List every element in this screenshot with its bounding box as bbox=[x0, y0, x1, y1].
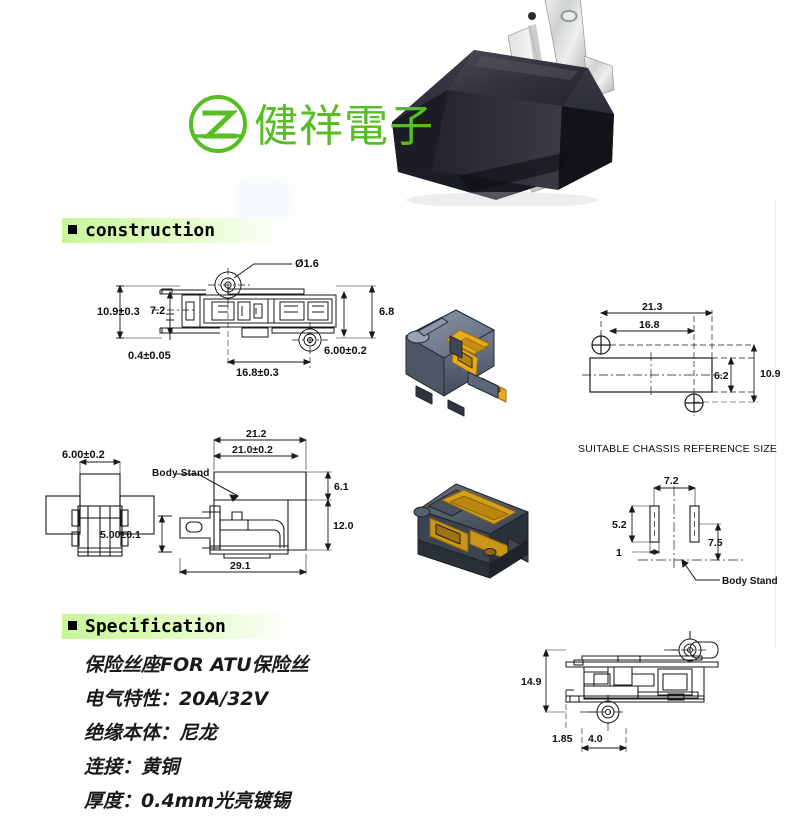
dim-chassis-hole-pitch: 16.8 bbox=[639, 319, 660, 331]
section-header-specification-label: Specification bbox=[85, 616, 226, 637]
dim-thickness: 0.4±0.05 bbox=[128, 350, 171, 362]
drawing-bottom-section-view: 14.9 1.85 4.0 bbox=[518, 624, 786, 758]
dim-side-body-width-tol: 21.0±0.2 bbox=[232, 444, 273, 456]
dim-terminal-stand-offset: 7.5 bbox=[708, 537, 723, 549]
dim-length: 16.8±0.3 bbox=[236, 367, 279, 379]
spec-line: 厚度：0.4mm光亮镀锡 bbox=[84, 790, 291, 812]
section-header-specification: Specification bbox=[62, 614, 296, 639]
dim-front-width: 6.00±0.2 bbox=[62, 449, 105, 461]
dim-bottom-height: 14.9 bbox=[521, 676, 542, 688]
drawing-terminal-layout: 7.2 5.2 1 bbox=[604, 472, 784, 596]
drawing-side-profile-view: 21.2 21.0±0.2 6.1 bbox=[176, 428, 356, 580]
dim-side-terminal-height: 5.00±0.1 bbox=[100, 529, 141, 541]
spec-line: 绝缘本体：尼龙 bbox=[84, 722, 218, 744]
drawing-front-end-view: 6.00±0.2 bbox=[42, 448, 172, 574]
specification-list: 保险丝座FOR ATU保险丝 电气特性：20A/32V 绝缘本体：尼龙 连接：黄… bbox=[84, 648, 309, 818]
square-bullet-icon bbox=[68, 621, 77, 630]
logo-text: 健祥電子 bbox=[254, 100, 434, 152]
spec-line: 保险丝座FOR ATU保险丝 bbox=[84, 654, 309, 676]
dim-side-body-height: 12.0 bbox=[333, 520, 354, 532]
dim-side-stand-height: 6.1 bbox=[334, 481, 349, 493]
side-view-body-stand-label: Body Stand bbox=[152, 468, 210, 479]
dim-side-overall-length: 29.1 bbox=[230, 560, 251, 572]
product-photo bbox=[362, 0, 630, 208]
dim-chassis-outer-width: 21.3 bbox=[642, 302, 663, 313]
section-header-construction-label: construction bbox=[85, 220, 216, 241]
dim-bottom-edge-offset: 1.85 bbox=[552, 733, 573, 745]
dim-chassis-slot-height: 6.2 bbox=[714, 370, 729, 382]
drawing-chassis-reference: 21.3 16.8 10.9 6.2 bbox=[568, 302, 786, 427]
dim-side-body-width: 21.2 bbox=[246, 428, 267, 440]
dim-terminal-pitch: 7.2 bbox=[664, 475, 679, 487]
terminal-layout-body-stand-label: Body Stand bbox=[722, 576, 778, 587]
section-header-construction: construction bbox=[62, 218, 286, 243]
dim-overall-height: 10.9±0.3 bbox=[97, 306, 140, 318]
dim-terminal-blade-height: 5.2 bbox=[612, 519, 627, 531]
dim-inner-height: 7.2 bbox=[150, 305, 165, 317]
spec-line: 电气特性：20A/32V bbox=[84, 688, 269, 710]
square-bullet-icon bbox=[68, 225, 77, 234]
dim-group-terminal-height: 5.00±0.1 bbox=[100, 508, 180, 564]
isometric-render-top bbox=[402, 300, 530, 428]
dim-right-height: 6.8 bbox=[379, 306, 394, 318]
spec-line: 连接：黄铜 bbox=[84, 756, 180, 778]
drawing-top-section-view: Ø1.6 10.9±0.3 7.2 bbox=[96, 248, 406, 380]
company-logo: 健祥電子 bbox=[186, 92, 434, 161]
dim-chassis-outer-height: 10.9 bbox=[760, 368, 781, 380]
dim-terminal-blade-width: 1 bbox=[616, 547, 622, 559]
dim-right-width: 6.00±0.2 bbox=[324, 345, 367, 357]
chassis-reference-caption: SUITABLE CHASSIS REFERENCE SIZE bbox=[578, 443, 778, 455]
dim-hole-dia: Ø1.6 bbox=[295, 258, 319, 270]
page-edge-rule bbox=[775, 198, 776, 650]
circled-z-logo-icon bbox=[186, 92, 250, 161]
isometric-render-bottom bbox=[412, 478, 538, 590]
background-watermark bbox=[232, 180, 292, 220]
dim-bottom-hole-offset: 4.0 bbox=[588, 733, 603, 745]
